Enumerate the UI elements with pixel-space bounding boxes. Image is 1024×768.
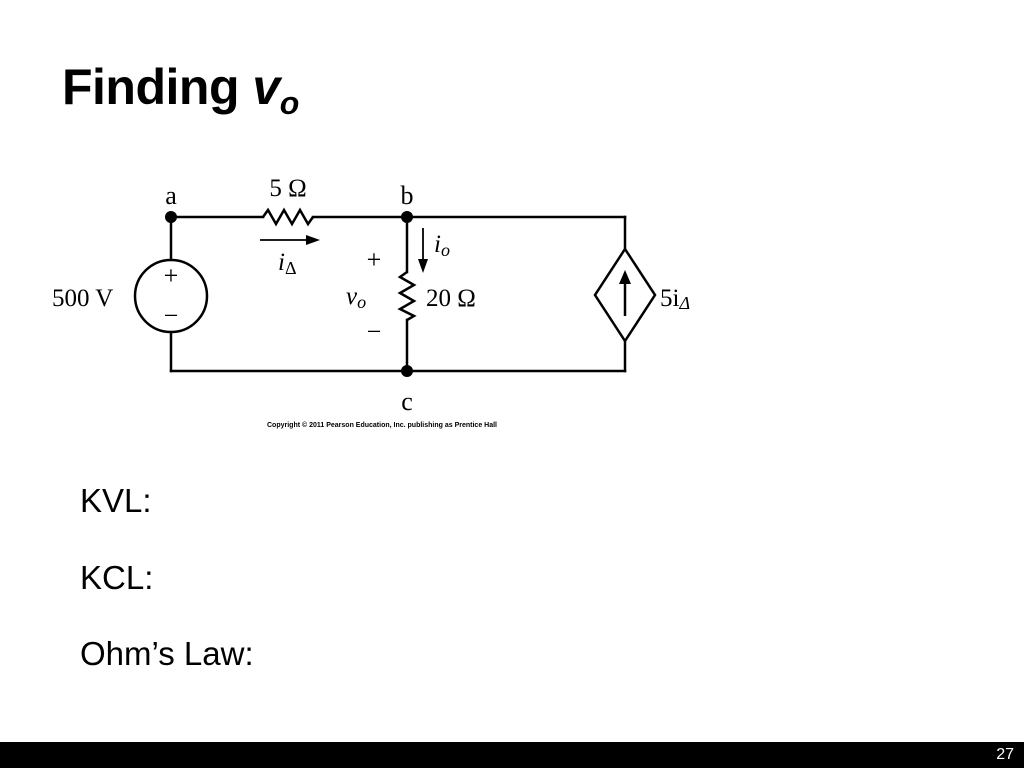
node-c-dot xyxy=(401,365,413,377)
page-number: 27 xyxy=(996,746,1014,763)
current-delta-label: iΔ xyxy=(278,249,297,278)
slide-title: Finding vo xyxy=(62,62,299,119)
current-delta-arrow-head xyxy=(306,235,320,245)
node-c-label: c xyxy=(401,387,413,416)
circuit-wires xyxy=(169,215,627,373)
voltage-source-plus: + xyxy=(164,261,179,290)
circuit-diagram: + − 500 V 5iΔ a b c 5 Ω 20 Ω iΔ io + vo … xyxy=(52,175,690,416)
node-a-dot xyxy=(165,211,177,223)
copyright-notice: Copyright © 2011 Pearson Education, Inc.… xyxy=(267,422,497,429)
dependent-source-label: 5iΔ xyxy=(660,285,690,313)
dependent-source-arrow-head xyxy=(619,270,631,284)
node-b-label: b xyxy=(401,181,414,210)
resistor-5-ohm xyxy=(261,207,315,227)
voltage-source xyxy=(133,258,209,334)
kvl-label: KVL: xyxy=(80,482,152,519)
title-text: Finding xyxy=(62,59,253,115)
title-subscript: o xyxy=(279,85,300,121)
vo-minus: − xyxy=(367,317,382,346)
vo-label: vo xyxy=(346,283,366,312)
kcl-label: KCL: xyxy=(80,559,154,596)
resistor-20-ohm-label: 20 Ω xyxy=(426,285,476,312)
node-a-label: a xyxy=(165,181,177,210)
voltage-source-minus: − xyxy=(164,301,179,330)
footer-bar: 27 xyxy=(0,742,1024,768)
resistor-20-ohm xyxy=(397,270,417,322)
voltage-source-value: 500 V xyxy=(52,285,113,312)
resistor-5-ohm-label: 5 Ω xyxy=(269,175,306,202)
title-variable: v xyxy=(252,59,280,115)
current-o-arrow-head xyxy=(418,259,428,273)
node-b-dot xyxy=(401,211,413,223)
ohms-law-label: Ohm’s Law: xyxy=(80,635,254,672)
vo-plus: + xyxy=(367,245,382,274)
current-o-label: io xyxy=(434,231,450,260)
